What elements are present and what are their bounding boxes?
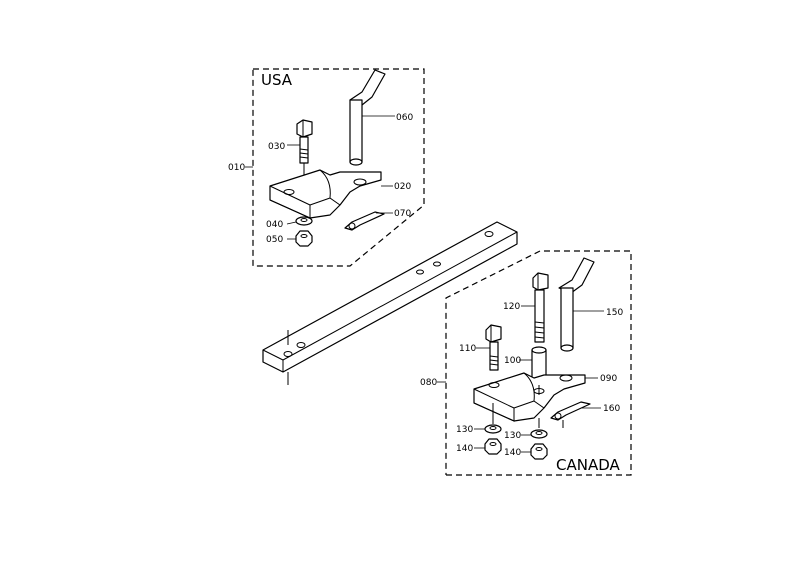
canada-label: CANADA	[556, 456, 621, 474]
label-040: 040	[266, 220, 283, 230]
label-090: 090	[600, 374, 617, 384]
label-030: 030	[268, 142, 285, 152]
bracket-020	[269, 169, 382, 219]
label-010: 010	[228, 163, 245, 173]
pin-150	[558, 257, 604, 352]
label-080: 080	[420, 378, 437, 388]
label-140-left: 140	[456, 444, 473, 454]
label-140-right: 140	[504, 448, 521, 458]
label-050: 050	[266, 235, 283, 245]
usa-group: USA	[228, 68, 425, 267]
label-110: 110	[459, 344, 476, 354]
clip-070	[344, 211, 393, 231]
canada-group: CANADA	[420, 250, 632, 476]
label-020: 020	[394, 182, 411, 192]
label-150: 150	[606, 308, 623, 318]
bolt-110	[485, 324, 502, 371]
pin-060	[349, 69, 395, 166]
usa-label: USA	[261, 71, 293, 89]
label-130-left: 130	[456, 425, 473, 435]
drawbar	[262, 221, 518, 385]
label-130-right: 130	[504, 431, 521, 441]
label-070: 070	[394, 209, 411, 219]
washer-040	[295, 216, 313, 226]
washer-130-left	[484, 424, 502, 434]
bracket-090	[473, 372, 586, 422]
nut-140-right	[530, 443, 548, 460]
canada-boundary	[445, 250, 632, 476]
label-060: 060	[396, 113, 413, 123]
washer-130-right	[530, 429, 548, 439]
label-160: 160	[603, 404, 620, 414]
nut-050	[295, 230, 313, 247]
nut-140-left	[484, 438, 502, 455]
usa-boundary	[252, 68, 425, 267]
label-100: 100	[504, 356, 521, 366]
label-120: 120	[503, 302, 520, 312]
bolt-120	[532, 272, 549, 343]
clip-160	[550, 401, 601, 428]
